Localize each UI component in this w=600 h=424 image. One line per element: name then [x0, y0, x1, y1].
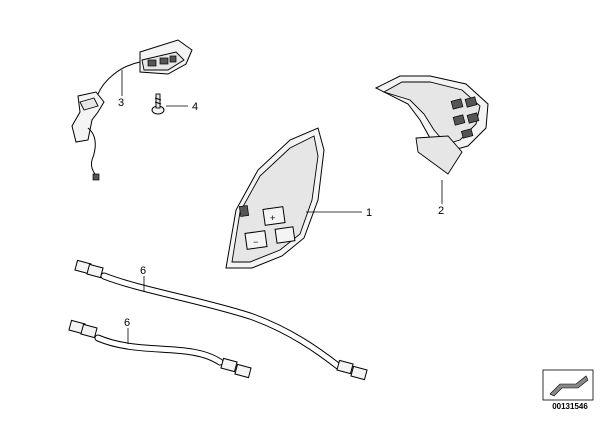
callout-1: 1	[366, 207, 372, 219]
callout-6: 6	[124, 317, 130, 329]
svg-text:−: −	[253, 237, 258, 247]
callout-2: 2	[438, 205, 444, 217]
contact-unit-part	[71, 39, 193, 181]
reference-number: 00131546	[552, 402, 588, 411]
wiring-harness-lower-part	[68, 319, 252, 379]
callout-4: 4	[192, 101, 198, 113]
svg-text:+: +	[270, 213, 275, 223]
document-arrow-icon	[542, 369, 594, 401]
callout-3: 3	[118, 97, 124, 109]
screw-part	[151, 93, 165, 115]
steering-switch-left-part	[374, 75, 489, 175]
steering-switch-right-part: + −	[225, 127, 325, 269]
wiring-harness-upper-part	[74, 259, 368, 381]
callout-5: 6	[140, 265, 146, 277]
